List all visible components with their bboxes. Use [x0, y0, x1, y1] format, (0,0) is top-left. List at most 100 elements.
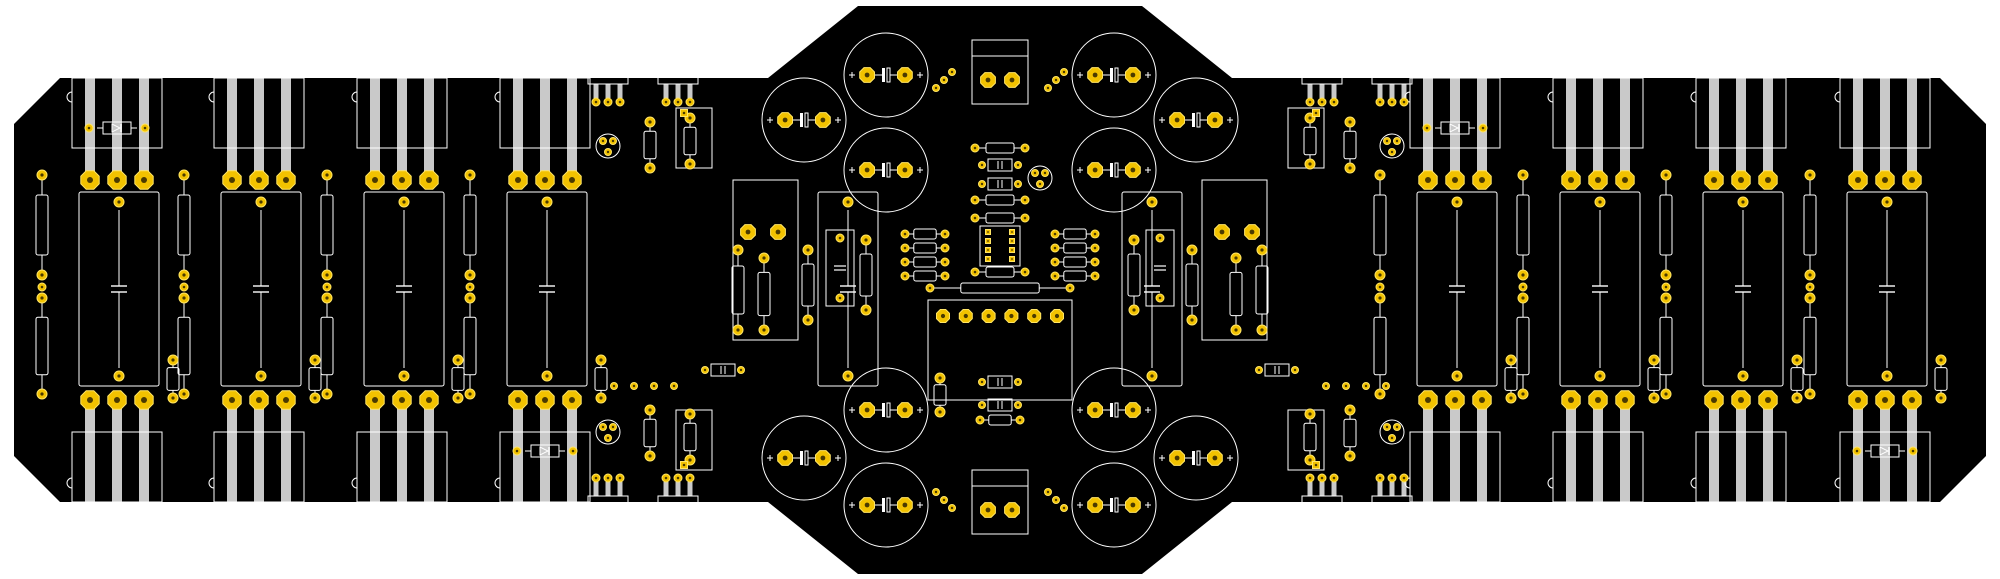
pad-drill: [1909, 397, 1915, 403]
pad-drill: [40, 273, 44, 277]
resistor-icon: [1373, 180, 1387, 270]
transistor-pad: [673, 97, 683, 107]
pad-drill: [1390, 150, 1394, 154]
transistor-pad: [1561, 170, 1581, 190]
capacitor-pad: [398, 196, 410, 208]
pad-drill: [736, 328, 740, 332]
resistor-pad: [644, 450, 656, 462]
capacitor-pad: [1207, 112, 1223, 128]
to-220-transistor-icon: [1301, 495, 1343, 515]
capacitor-pad: [1014, 180, 1022, 188]
trimmer-icon: [1027, 165, 1053, 191]
pad-drill: [1521, 285, 1525, 289]
to-220-transistor-icon: [1371, 65, 1413, 85]
pad-drill: [1378, 273, 1382, 277]
resistor-pad: [321, 269, 333, 281]
resistor-icon: [1343, 415, 1357, 451]
pad-drill: [1378, 173, 1382, 177]
transistor-pad: [661, 97, 671, 107]
transistor-pad: [1317, 473, 1327, 483]
to-247-transistor-icon: [66, 77, 163, 149]
resistor-pad: [934, 406, 946, 418]
resistor-body: [913, 270, 937, 282]
pad-drill: [736, 248, 740, 252]
capacitor-body: [1416, 191, 1498, 387]
pad-drill: [864, 407, 870, 413]
pad-drill: [1093, 274, 1097, 278]
transistor-pad: [591, 473, 601, 483]
terminal-body: [971, 469, 1029, 535]
transistor-leg: [1880, 408, 1890, 502]
small-capacitor: [987, 158, 1013, 172]
resistor-body: [177, 316, 191, 376]
transistor-leg: [1319, 482, 1325, 496]
capacitor-pad: [1146, 370, 1158, 382]
film-capacitor-icon: [1702, 191, 1784, 387]
transistor-leg: [1389, 84, 1395, 98]
via-pad: [650, 382, 658, 390]
pad-drill: [938, 410, 942, 414]
pad-drill: [325, 273, 329, 277]
terminal-pad: [980, 502, 996, 518]
capacitor-plate: [886, 162, 891, 178]
pad-drill: [599, 396, 603, 400]
film-capacitor-icon: [1559, 191, 1641, 387]
resistor-icon: [934, 282, 1066, 294]
transistor-leg: [1401, 84, 1407, 98]
pad-drill: [1568, 397, 1574, 403]
terminal-body: [971, 39, 1029, 105]
transistor-pad: [1472, 390, 1492, 410]
to-247-transistor-icon: [1834, 77, 1931, 149]
resistor-body: [1516, 316, 1530, 376]
pad-drill: [1395, 425, 1399, 429]
capacitor-plate: [886, 402, 891, 418]
pad-drill: [618, 100, 622, 104]
transistor-body: [1371, 495, 1413, 515]
resistor-pad: [1660, 388, 1672, 400]
pad-drill: [1509, 358, 1513, 362]
transistor-pad: [591, 97, 601, 107]
resistor-pad: [940, 243, 950, 253]
capacitor-plate: [800, 113, 803, 127]
board-outline: [14, 6, 1986, 574]
pad-drill: [973, 146, 977, 150]
transistor-leg: [663, 482, 669, 496]
transistor-pad: [1418, 390, 1438, 410]
pad-drill: [1308, 458, 1312, 462]
ic-pad: [985, 256, 991, 262]
transistor-body: [1301, 65, 1343, 85]
capacitor-pad: [777, 450, 793, 466]
resistor-icon: [1303, 419, 1317, 455]
capacitor-body: [987, 158, 1013, 172]
transistor-body: [1552, 77, 1644, 149]
capacitor-pad: [113, 196, 125, 208]
transistor-pad: [1305, 473, 1315, 483]
transistor-leg: [1377, 482, 1383, 496]
pad-drill: [1046, 490, 1050, 494]
transistor-body: [356, 77, 448, 149]
transistor-pad: [661, 473, 671, 483]
pad-drill: [688, 412, 692, 416]
transistor-leg: [281, 408, 291, 502]
copper-tabs: [85, 78, 1917, 502]
resistor-body: [1373, 194, 1387, 256]
film-capacitor-icon: [1846, 191, 1928, 387]
transistor-leg: [281, 78, 291, 172]
to-220-transistor-icon: [1371, 495, 1413, 515]
to-247-transistor-icon: [1834, 431, 1931, 503]
resistor-pad: [1256, 324, 1268, 336]
to-247-transistor-icon: [351, 431, 448, 503]
transistor-leg: [1736, 408, 1746, 502]
via-pad: [1052, 496, 1060, 504]
pad-drill: [1016, 403, 1020, 407]
transistor-pad: [562, 390, 582, 410]
pad-drill: [87, 397, 93, 403]
driver-outline: [675, 409, 713, 471]
transistor-pad: [419, 170, 439, 190]
resistor-pad: [1015, 415, 1025, 425]
pad-drill: [256, 177, 262, 183]
resistor-pad: [464, 388, 476, 400]
capacitor-pad: [1014, 161, 1022, 169]
trimmer-icon: [1379, 133, 1405, 159]
pad-drill: [902, 407, 908, 413]
